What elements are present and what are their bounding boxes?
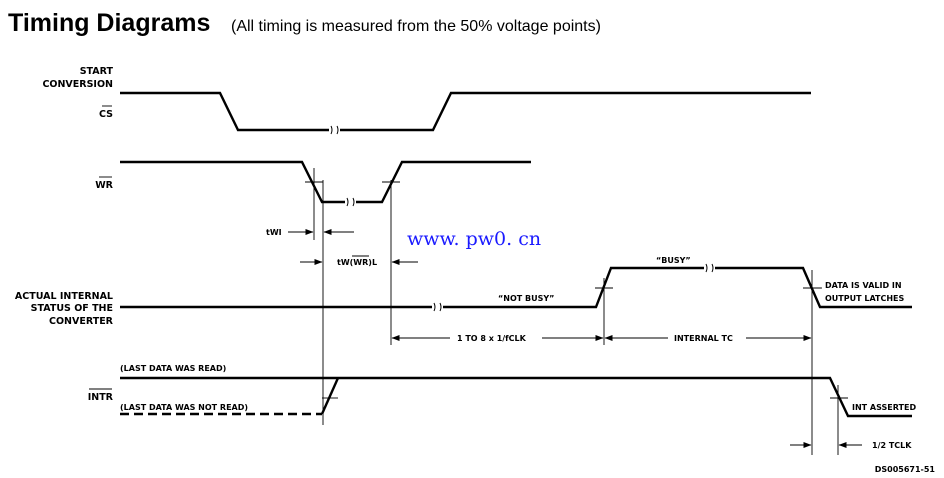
status-break (433, 302, 442, 312)
watermark: www. pw0. cn (407, 228, 541, 250)
cs-label: CS (99, 109, 113, 120)
int-asserted-label: INT ASSERTED (852, 403, 916, 412)
status-break-gap (432, 303, 443, 311)
busy-break (705, 263, 714, 273)
intr-waveform-rise (320, 377, 340, 415)
cs-waveform (120, 91, 811, 132)
page-subtitle: (All timing is measured from the 50% vol… (231, 18, 601, 35)
cs-break (330, 125, 339, 135)
status-label-2: STATUS OF THE (31, 303, 113, 314)
busy-label: “BUSY” (656, 256, 691, 265)
wr-break (346, 197, 355, 207)
data-valid-label: DATA IS VALID IN (825, 281, 902, 290)
data-valid-label-2: OUTPUT LATCHES (825, 294, 905, 303)
internal-tc-label: INTERNAL TC (674, 334, 733, 343)
intr-label: INTR (88, 392, 114, 403)
wr-label: WR (95, 180, 113, 191)
last-not-read-label: (LAST DATA WAS NOT READ) (120, 403, 248, 412)
status-label-3: CONVERTER (49, 316, 114, 327)
status-label: ACTUAL INTERNAL (15, 291, 113, 302)
intr-waveform-high (120, 376, 912, 418)
doc-id: DS005671-51 (875, 465, 936, 474)
busy-break-gap (704, 264, 715, 272)
twwrl-label: tW(WR)L (337, 258, 377, 267)
start-conversion-label-2: CONVERSION (42, 79, 113, 90)
page-title: Timing Diagrams (8, 9, 210, 37)
conv-time-label: 1 TO 8 x 1/fCLK (457, 334, 527, 343)
not-busy-label: “NOT BUSY” (498, 294, 554, 303)
half-tclk-label: 1/2 TCLK (872, 441, 912, 450)
start-conversion-label: START (80, 66, 114, 77)
wr-waveform (120, 160, 531, 204)
wr-break-gap (345, 198, 356, 206)
cs-break-gap (329, 126, 340, 134)
twi-label: tWI (266, 228, 282, 237)
last-read-label: (LAST DATA WAS READ) (120, 364, 226, 373)
